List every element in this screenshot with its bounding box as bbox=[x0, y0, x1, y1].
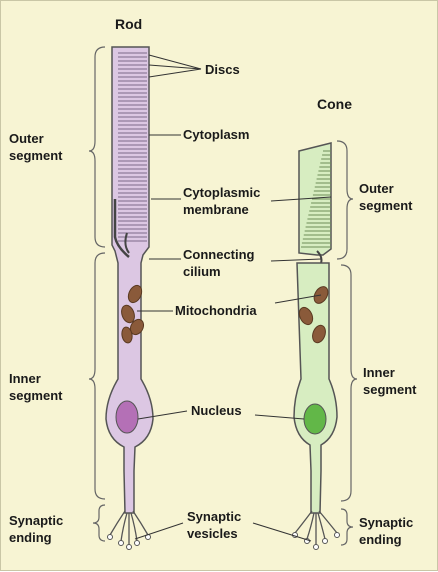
label-connecting-line2: cilium bbox=[183, 264, 221, 279]
cone-title: Cone bbox=[317, 96, 352, 112]
cone-discs bbox=[301, 150, 331, 248]
label-connecting-line1: Connecting bbox=[183, 247, 255, 262]
rod-outer-segment-line2: segment bbox=[9, 148, 63, 163]
cone-outer-segment-line2: segment bbox=[359, 198, 413, 213]
label-synaptic-line1: Synaptic bbox=[187, 509, 242, 524]
rod-synaptic-ending-line1: Synaptic bbox=[9, 513, 64, 528]
rod-cell bbox=[105, 46, 154, 550]
cone-mitochondria bbox=[298, 286, 329, 344]
rod-outer-segment-line1: Outer bbox=[9, 131, 44, 146]
leader-lines bbox=[134, 54, 332, 542]
rod-cilium bbox=[124, 232, 130, 254]
cone-nucleus bbox=[303, 403, 327, 435]
cone-inner-bracket bbox=[340, 264, 358, 502]
label-nucleus: Nucleus bbox=[191, 403, 242, 418]
label-cytoplasm: Cytoplasm bbox=[183, 127, 250, 142]
mitochondrion-icon bbox=[298, 306, 314, 326]
cone-outer-segment-line1: Outer bbox=[359, 181, 394, 196]
cone-synaptic-ending-line2: ending bbox=[359, 532, 402, 547]
cone-synaptic-terminal bbox=[294, 510, 338, 545]
rod-inner-segment-line2: segment bbox=[9, 388, 63, 403]
mitochondrion-icon bbox=[121, 326, 133, 344]
cone-inner-segment-line2: segment bbox=[363, 382, 417, 397]
cone-cilium bbox=[316, 250, 323, 264]
cone-outer-bracket bbox=[336, 140, 354, 260]
mitochondrion-icon bbox=[127, 284, 143, 304]
mitochondrion-icon bbox=[129, 318, 145, 336]
rod-title: Rod bbox=[115, 16, 143, 32]
rod-synaptic-vesicles bbox=[107, 534, 151, 550]
label-synaptic-line2: vesicles bbox=[187, 526, 238, 541]
label-cytoplasmic-line2: membrane bbox=[183, 202, 249, 217]
cone-synaptic-bracket bbox=[340, 508, 354, 546]
rod-outer-bracket bbox=[88, 46, 106, 248]
rod-synaptic-ending-line2: ending bbox=[9, 530, 52, 545]
rod-synaptic-bracket bbox=[92, 504, 106, 542]
rod-inner-bracket bbox=[88, 252, 106, 500]
rod-membrane-fold bbox=[113, 199, 130, 258]
cone-synaptic-ending-line1: Synaptic bbox=[359, 515, 414, 530]
label-discs: Discs bbox=[205, 62, 240, 77]
mitochondrion-icon bbox=[121, 304, 135, 324]
cone-inner-segment-line1: Inner bbox=[363, 365, 395, 380]
cone-cell bbox=[292, 142, 340, 550]
rod-nucleus bbox=[115, 400, 139, 434]
segment-brackets bbox=[88, 46, 358, 546]
rod-discs bbox=[118, 52, 147, 242]
rod-inner-segment-line1: Inner bbox=[9, 371, 41, 386]
label-mitochondria: Mitochondria bbox=[175, 303, 257, 318]
mitochondrion-icon bbox=[312, 324, 326, 344]
label-cytoplasmic-line1: Cytoplasmic bbox=[183, 185, 261, 200]
rod-mitochondria bbox=[121, 284, 145, 344]
rod-synaptic-terminal bbox=[109, 510, 149, 545]
